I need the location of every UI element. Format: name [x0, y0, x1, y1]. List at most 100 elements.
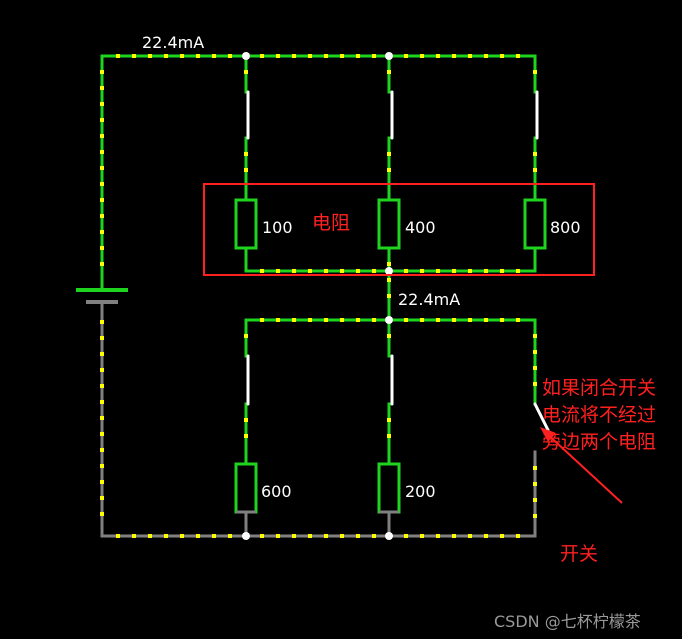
current-dot — [404, 318, 408, 322]
current-dot — [324, 318, 328, 322]
current-dot — [340, 269, 344, 273]
current-dot — [100, 86, 104, 90]
current-dot — [452, 318, 456, 322]
current-dot — [500, 54, 504, 58]
resistor-r4[interactable]: 600 — [234, 462, 292, 514]
current-dot — [100, 150, 104, 154]
current-dot — [100, 214, 104, 218]
current-dot — [420, 534, 424, 538]
current-dot — [212, 54, 216, 58]
current-dot — [387, 294, 391, 298]
current-dot — [372, 269, 376, 273]
current-dot — [533, 168, 537, 172]
current-dot — [420, 269, 424, 273]
current-dot — [100, 384, 104, 388]
current-dot — [387, 262, 391, 266]
resistor-r2[interactable]: 400 — [377, 198, 436, 250]
current-dot — [100, 262, 104, 266]
current-dot — [533, 498, 537, 502]
current-dot — [276, 54, 280, 58]
current-dot — [516, 534, 520, 538]
current-dot — [533, 482, 537, 486]
current-dot — [516, 318, 520, 322]
current-dot — [533, 366, 537, 370]
current-dot — [468, 318, 472, 322]
current-dot — [500, 269, 504, 273]
current-dot — [100, 166, 104, 170]
current-dot — [324, 54, 328, 58]
current-dot — [484, 534, 488, 538]
main-switch[interactable] — [533, 402, 550, 432]
current-dot — [260, 54, 264, 58]
resistor-r1[interactable]: 100 — [234, 198, 293, 250]
current-dot — [468, 534, 472, 538]
current-dot — [324, 269, 328, 273]
current-dot — [100, 480, 104, 484]
current-dot — [356, 534, 360, 538]
junction-node[interactable] — [242, 52, 250, 60]
junction-node[interactable] — [385, 532, 393, 540]
current-dot — [196, 534, 200, 538]
resistor-value-label: 800 — [550, 218, 581, 237]
current-dot — [533, 382, 537, 386]
resistor-body — [377, 198, 401, 250]
current-dot — [468, 269, 472, 273]
current-dot — [468, 54, 472, 58]
resistor-r5[interactable]: 200 — [377, 462, 436, 514]
junction-node[interactable] — [385, 267, 393, 275]
current-dot — [100, 416, 104, 420]
current-dot — [164, 534, 168, 538]
main-switch-blade[interactable] — [533, 402, 550, 432]
current-dot — [100, 352, 104, 356]
current-dot — [292, 54, 296, 58]
current-dot — [372, 318, 376, 322]
current-dot — [436, 269, 440, 273]
current-dot — [533, 514, 537, 518]
current-dot — [484, 269, 488, 273]
current-dot — [228, 54, 232, 58]
resistor-body — [234, 198, 258, 250]
current-dot — [340, 534, 344, 538]
current-dot — [387, 418, 391, 422]
current-dot — [148, 534, 152, 538]
current-dot — [500, 318, 504, 322]
current-dot — [533, 334, 537, 338]
current-dot — [292, 318, 296, 322]
current-dot — [100, 134, 104, 138]
current-dot — [100, 102, 104, 106]
current-dot — [100, 118, 104, 122]
current-dot — [260, 269, 264, 273]
resistor-r3[interactable]: 800 — [523, 198, 581, 250]
current-dot — [100, 512, 104, 516]
current-dot — [180, 54, 184, 58]
resistor-value-label: 200 — [405, 482, 436, 501]
current-dot — [533, 152, 537, 156]
current-dot — [404, 534, 408, 538]
junction-node[interactable] — [385, 52, 393, 60]
current-dot — [100, 448, 104, 452]
resistor-body — [377, 462, 401, 514]
junction-node[interactable] — [242, 532, 250, 540]
current-dot — [452, 534, 456, 538]
current-dot — [116, 534, 120, 538]
current-dot — [387, 278, 391, 282]
current-dot — [372, 534, 376, 538]
current-dot — [244, 434, 248, 438]
current-dot — [404, 269, 408, 273]
current-dot — [324, 534, 328, 538]
current-dot — [533, 350, 537, 354]
annotation-arrow-line — [544, 431, 623, 504]
current-dot — [100, 320, 104, 324]
battery[interactable] — [76, 288, 128, 304]
junction-node[interactable] — [385, 316, 393, 324]
annotation-arrow-head — [540, 427, 556, 442]
current-dot — [100, 70, 104, 74]
current-dot — [484, 318, 488, 322]
current-readout-middle: 22.4mA — [398, 290, 460, 309]
current-dot — [404, 54, 408, 58]
resistor-body — [523, 198, 547, 250]
current-dot — [356, 54, 360, 58]
current-dot — [100, 368, 104, 372]
resistor-body — [234, 462, 258, 514]
current-dot — [244, 418, 248, 422]
